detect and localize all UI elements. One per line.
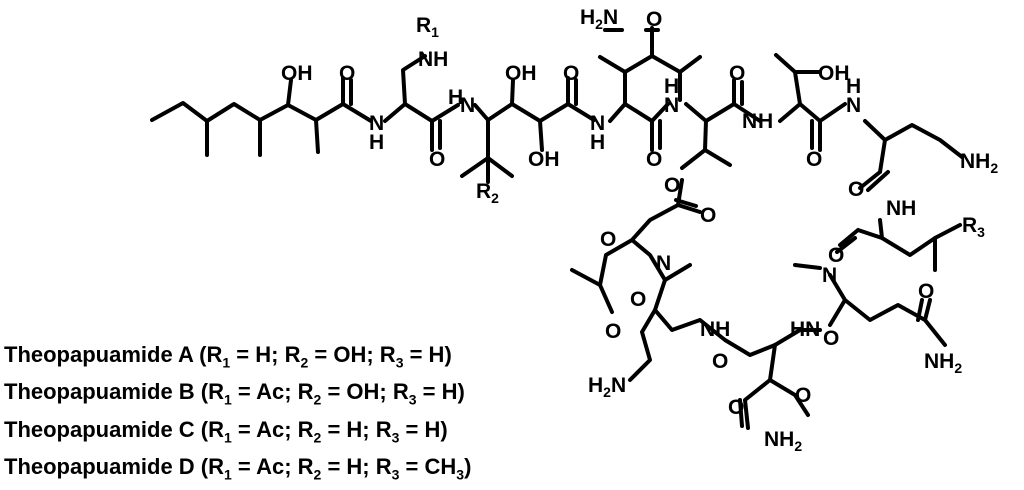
- bonds-methoxy: [738, 343, 810, 430]
- bonds-gln-unit: [828, 273, 947, 347]
- atom-labels: R1 NH OH O N H O H N OH OH O R2 N H O H2…: [281, 6, 998, 454]
- atom-r1: R1: [416, 14, 439, 40]
- atom-h-amide-4: H: [664, 75, 679, 98]
- atom-o-asn: O: [605, 320, 621, 343]
- atom-o-carbonyl-7: O: [848, 178, 864, 201]
- bonds-hydroxy-unit: [460, 78, 596, 184]
- atom-o-carbonyl-13: O: [728, 396, 744, 419]
- atom-o-carbonyl-12: O: [712, 350, 728, 373]
- atom-o-carbonyl-4: O: [646, 148, 662, 171]
- atom-n-amide-4: N: [664, 94, 679, 117]
- caption-theopapuamide-c: Theopapuamide C (R1 = Ac; R2 = H; R3 = H…: [4, 416, 448, 446]
- atom-h2n-asn: H2N: [588, 374, 626, 400]
- atom-r2: R2: [476, 180, 499, 206]
- atom-o-carbonyl-5: O: [729, 62, 745, 85]
- atom-h-amide-6: H: [846, 75, 861, 98]
- atom-oh-threonine: OH: [818, 62, 850, 85]
- atom-n-amide-1: N: [369, 112, 384, 135]
- atom-n-amide-5: N: [742, 110, 757, 133]
- compound-name: Theopapuamide C: [4, 416, 195, 442]
- atom-n-methyl-2: N: [656, 252, 671, 275]
- atom-oh-hydroxy-2: OH: [528, 148, 560, 171]
- atom-o-carbonyl-2: O: [429, 148, 445, 171]
- atom-o-carbonyl-3: O: [563, 62, 579, 85]
- atom-nh2-ornithine: NH2: [960, 150, 998, 176]
- atom-o-carbonyl-8: O: [828, 244, 844, 267]
- caption-theopapuamide-d: Theopapuamide D (R1 = Ac; R2 = H; R3 = C…: [4, 454, 472, 483]
- atom-h-amide-1: H: [369, 131, 384, 154]
- atom-o-amide: O: [646, 8, 662, 31]
- bond-co-lipid: [341, 76, 353, 106]
- compound-name: Theopapuamide D: [4, 454, 195, 480]
- bonds-lipid-branches: [205, 78, 293, 157]
- bonds-ester-carbonyl: [674, 198, 702, 214]
- bond-co-hydroxy: [566, 76, 578, 106]
- atom-h-amide-2: H: [448, 86, 463, 109]
- atom-n-amide-2: N: [460, 94, 475, 117]
- bonds-lipid-chain: [150, 101, 373, 123]
- bond-methyl-wedge: [314, 118, 320, 154]
- atom-oh-hydroxy-1: OH: [505, 62, 537, 85]
- chemical-structure-drawing: R1 NH OH O N H O H N OH OH O R2 N H O H2…: [150, 6, 998, 454]
- atom-nh-side: NH: [418, 48, 448, 71]
- atom-h-amide-5: H: [758, 110, 773, 133]
- atom-o-carbonyl-11: O: [630, 288, 646, 311]
- caption-theopapuamide-b: Theopapuamide B (R1 = Ac; R2 = OH; R3 = …: [4, 379, 465, 408]
- bond-network: [150, 26, 964, 430]
- compound-name: Theopapuamide B: [4, 379, 195, 405]
- atom-r3: R3: [962, 214, 985, 240]
- atom-hn-amide: HN: [790, 318, 820, 341]
- bonds-n-methyls: [663, 263, 822, 282]
- bonds-amide-unit: [598, 26, 702, 152]
- atom-o-carbonyl-9: O: [823, 327, 839, 350]
- atom-n-amide-3: N: [590, 112, 605, 135]
- atom-oh-lipid: OH: [281, 62, 313, 85]
- atom-h2n-amide: H2N: [580, 6, 618, 32]
- atom-o-methoxy: O: [795, 384, 811, 407]
- atom-h-amide-3: H: [590, 131, 605, 154]
- atom-nh2-gln: NH2: [924, 350, 962, 376]
- atom-nh-leucine: NH: [886, 197, 916, 220]
- atom-nh2-terminal: NH2: [764, 428, 802, 454]
- bonds-macrocycle: [570, 178, 822, 382]
- atom-nh-amide-7: NH: [700, 318, 730, 341]
- atom-o-carbonyl-10: O: [600, 228, 616, 251]
- atom-o-gln: O: [918, 280, 934, 303]
- bonds-orn-unit: [858, 119, 964, 192]
- compound-legend: Theopapuamide A (R1 = H; R2 = OH; R3 = H…: [4, 340, 471, 490]
- bonds-leu-r3-unit: [835, 218, 962, 272]
- bonds-thr-unit: [680, 78, 762, 170]
- atom-o-carbonyl-6: O: [806, 148, 822, 171]
- atom-o-ester: O: [664, 174, 680, 197]
- theopapuamide-figure: R1 NH OH O N H O H N OH OH O R2 N H O H2…: [4, 6, 998, 483]
- atom-n-amide-6: N: [846, 94, 861, 117]
- atom-o-ester-carbonyl: O: [700, 204, 716, 227]
- atom-o-lipid-carbonyl: O: [339, 62, 355, 85]
- compound-name: Theopapuamide A: [4, 342, 194, 367]
- caption-theopapuamide-a: Theopapuamide A (R1 = H; R2 = OH; R3 = H…: [4, 342, 452, 371]
- bonds-thr2-unit: [774, 53, 847, 152]
- atom-n-methyl-1: N: [822, 264, 837, 287]
- bonds-dab-unit: [383, 54, 460, 152]
